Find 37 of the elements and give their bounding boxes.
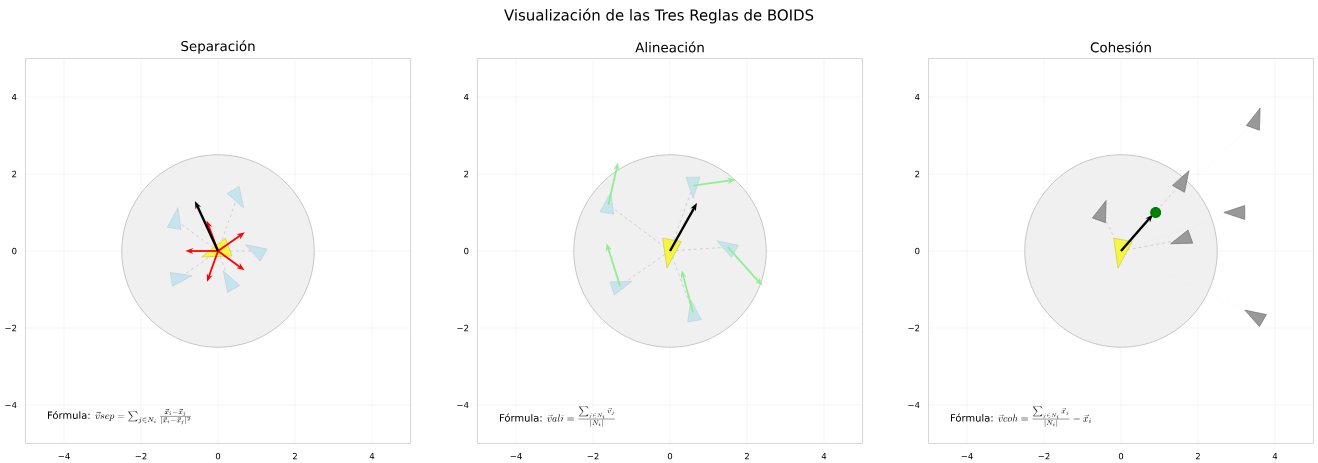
tick-label: 4: [464, 93, 469, 101]
tick-label: −2: [1038, 453, 1050, 460]
formula-text: Fórmula: $\vec{v}coh = \frac{\sum_{j \in N_i} \vec{x}_j}{|N_i|} - \vec{x}_i$: [951, 406, 1091, 427]
figure-title: Visualización de las Tres Reglas de BOIDS: [504, 8, 814, 24]
tick-label: −4: [58, 453, 70, 460]
panel-title: Separación: [181, 40, 255, 54]
formula-text: Fórmula: $\vec{v}ali = \frac{\sum_{j \in N_i} \vec{v}_j}{|N_i|}$: [500, 406, 615, 427]
formula-text: Fórmula: $\vec{v}sep = \sum_{j \in N_i} \frac{\vec{x}_i - \vec{x}_j}{|\vec{x}_i - \vec{x}_j|^2}$: [48, 408, 191, 425]
panel-title: Alineación: [635, 41, 704, 53]
tick-label: 0: [12, 247, 17, 255]
tick-label: −2: [457, 324, 469, 332]
tick-label: 2: [744, 453, 749, 460]
tick-label: −2: [5, 324, 17, 332]
tick-label: 0: [1118, 453, 1124, 460]
tick-label: 2: [1195, 453, 1200, 460]
tick-label: −4: [908, 401, 920, 409]
tick-label: 4: [821, 453, 827, 460]
tick-label: 0: [464, 247, 469, 255]
tick-label: −4: [5, 401, 17, 409]
tick-label: 4: [12, 93, 17, 101]
tick-label: −2: [135, 453, 147, 460]
tick-label: 2: [915, 170, 920, 178]
tick-label: −4: [510, 453, 522, 460]
tick-label: 4: [915, 93, 920, 101]
panel-title: Cohesión: [1090, 41, 1151, 53]
tick-label: −4: [457, 401, 469, 409]
tick-label: 0: [667, 453, 673, 460]
tick-label: 2: [292, 453, 297, 460]
tick-label: −4: [961, 453, 973, 460]
tick-label: 2: [464, 170, 469, 178]
tick-label: −2: [908, 324, 920, 332]
tick-label: −2: [587, 453, 599, 460]
tick-label: 4: [1272, 453, 1278, 460]
tick-label: 0: [915, 247, 920, 255]
tick-label: 0: [215, 453, 221, 460]
tick-label: 2: [12, 170, 17, 178]
tick-label: 4: [369, 453, 375, 460]
